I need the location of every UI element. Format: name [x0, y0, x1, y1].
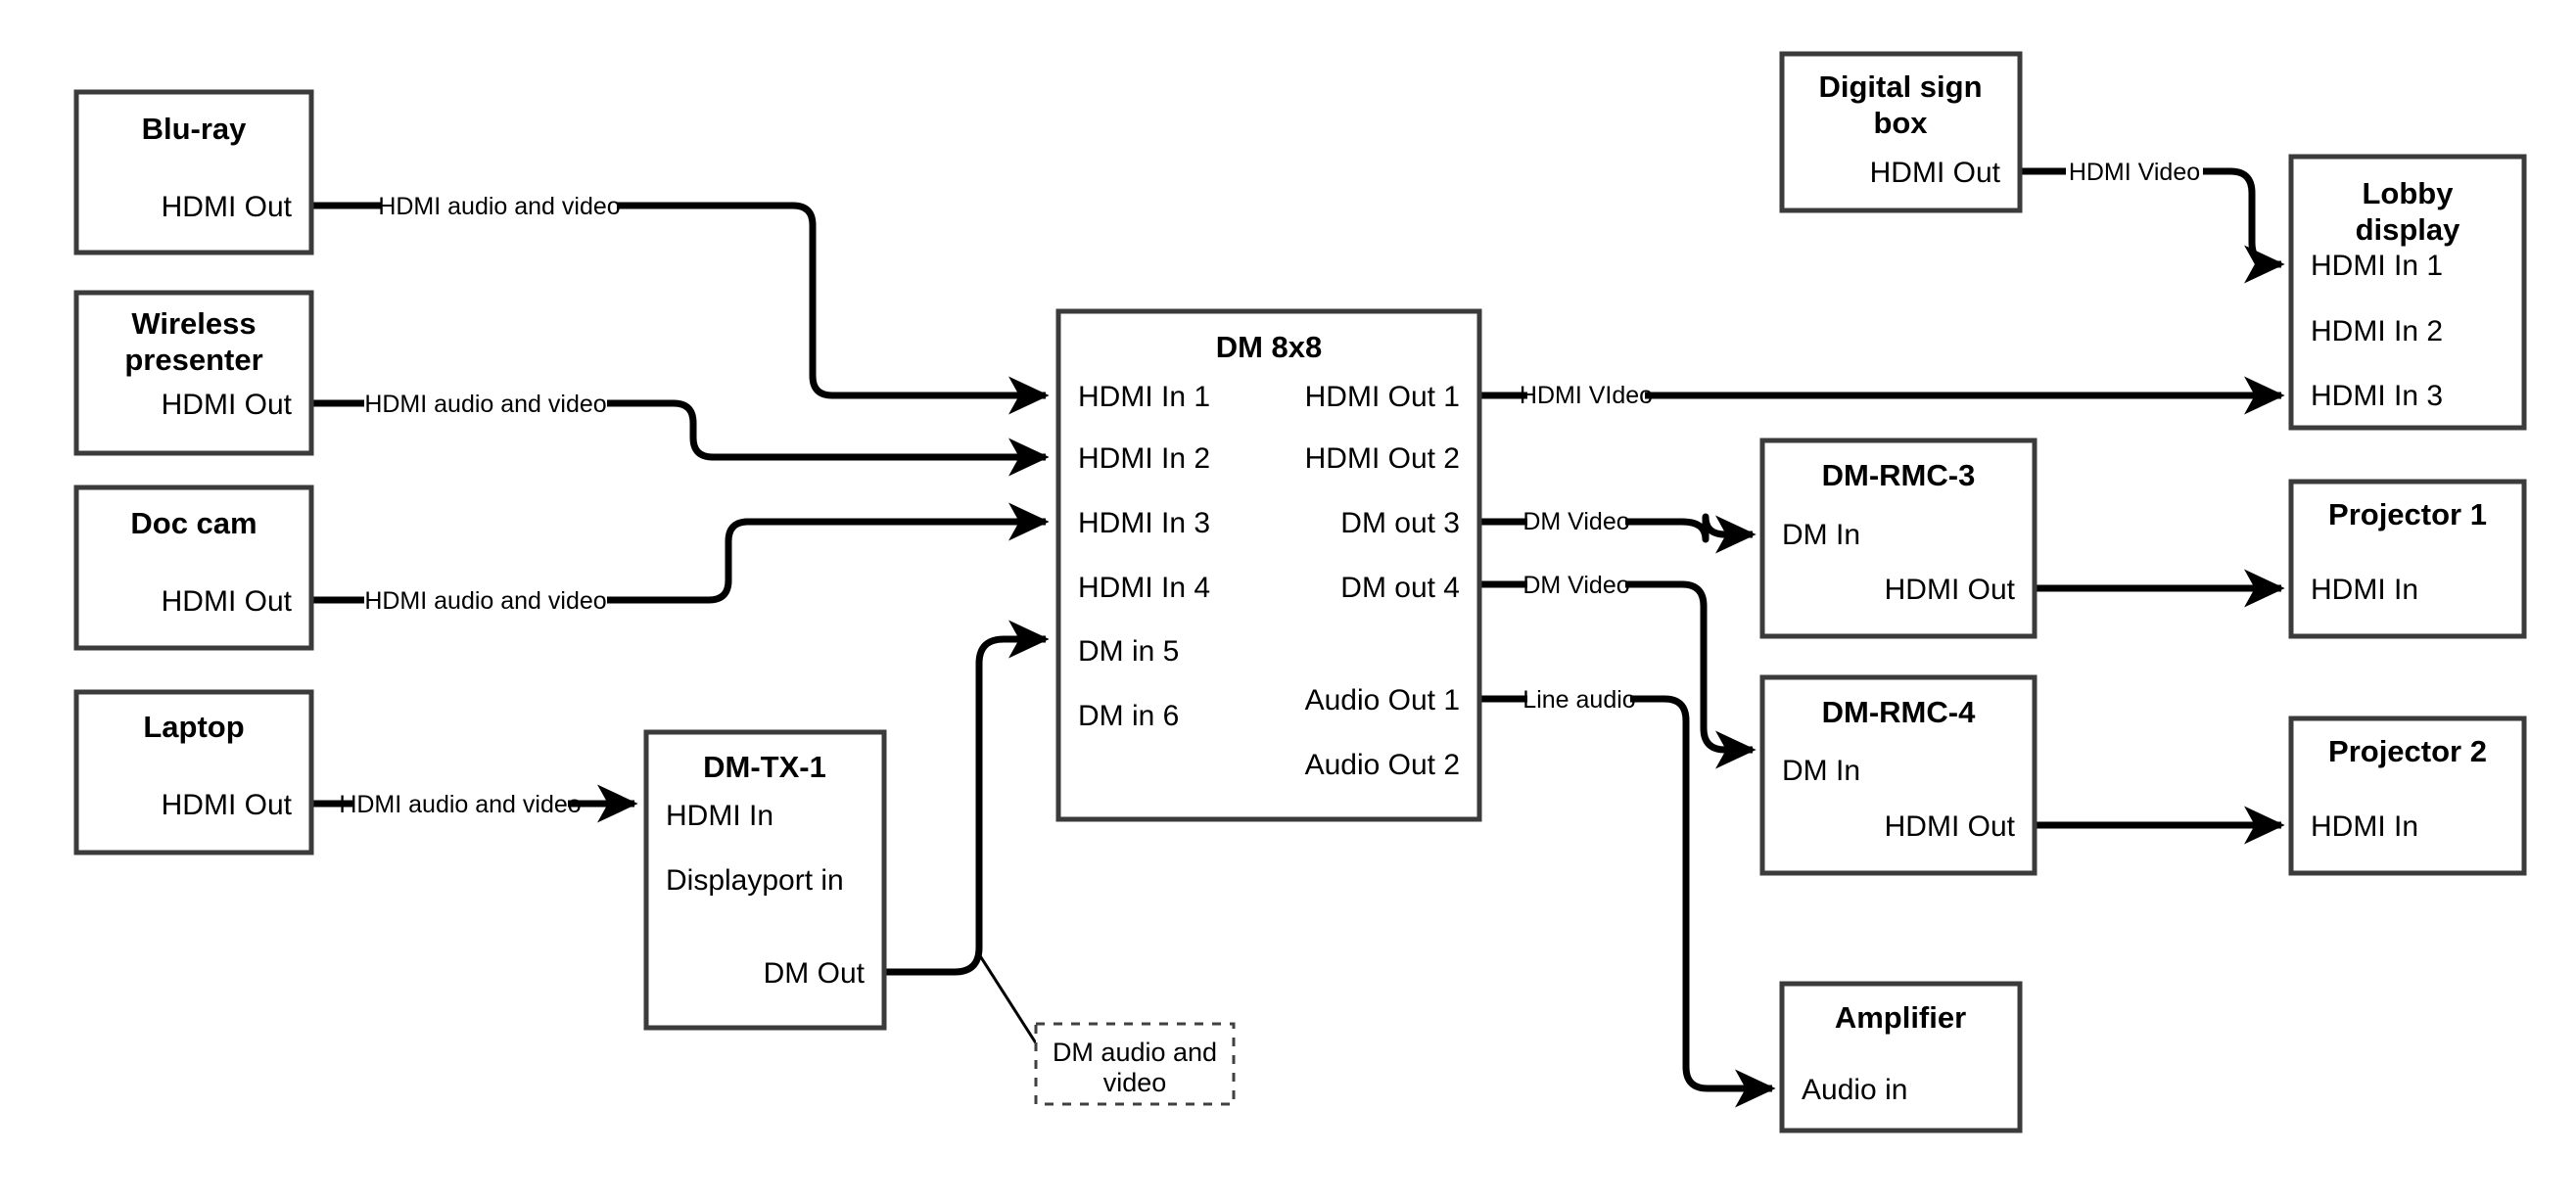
- dm-tx-1-box[interactable]: [643, 729, 887, 1031]
- dm-tx-1-title: DM-TX-1: [703, 750, 826, 784]
- projector-1-title: Projector 1: [2328, 497, 2487, 531]
- dm-tx-1-dm-out-port: DM Out: [764, 957, 866, 990]
- dm-8x8-input-dm-in-5: DM in 5: [1078, 635, 1179, 668]
- dm-8x8-box[interactable]: [1055, 308, 1482, 822]
- amplifier-audio-in-port: Audio in: [1802, 1074, 1907, 1106]
- bluray-title: Blu-ray: [142, 112, 248, 146]
- edge-label-dm-out4-to-rmc4: DM Video: [1522, 572, 1629, 599]
- wireless-presenter-hdmi-out-port: HDMI Out: [162, 389, 293, 421]
- bluray-box[interactable]: [73, 89, 314, 255]
- wire-dm8x8-out4-to-rmc4: [1480, 580, 1753, 750]
- bluray-hdmi-out-port: HDMI Out: [162, 191, 293, 223]
- callout-leader-dm-audio-video: [977, 953, 1042, 1050]
- projector-1-box[interactable]: [2288, 479, 2527, 639]
- dm-rmc-4-box[interactable]: [1759, 674, 2037, 876]
- dm-tx-1-displayport-in-port: Displayport in: [666, 864, 844, 897]
- dm-rmc-3-hdmi-out-port: HDMI Out: [1885, 574, 2016, 606]
- digital-sign-box-hdmi-out-port: HDMI Out: [1870, 157, 2001, 189]
- edge-label-dm-out3-to-rmc3: DM Video: [1522, 508, 1629, 535]
- dm-8x8-output-dm-out-4: DM out 4: [1340, 572, 1460, 604]
- lobby-display-title-line2: display: [2356, 212, 2461, 247]
- digital-sign-box-title-line2: box: [1873, 106, 1928, 140]
- lobby-display-input-hdmi-in-1: HDMI In 1: [2311, 250, 2443, 282]
- device-projector-1[interactable]: Projector 1 HDMI In: [2288, 479, 2527, 639]
- projector-2-box[interactable]: [2288, 716, 2527, 876]
- wireless-presenter-title-line2: presenter: [124, 343, 262, 377]
- dm-8x8-output-hdmi-out-2: HDMI Out 2: [1305, 442, 1460, 475]
- wire-signbox-to-lobby-in1: [2020, 167, 2281, 264]
- lobby-display-input-hdmi-in-2: HDMI In 2: [2311, 315, 2443, 347]
- wire-bluray-to-dm8x8-in1: [311, 202, 1046, 395]
- dm-rmc-3-dm-in-port: DM In: [1782, 519, 1860, 551]
- wire-dm8x8-audioout1-to-amplifier: [1480, 695, 1772, 1088]
- lobby-display-box[interactable]: [2288, 154, 2527, 431]
- edge-label-dm-out1-to-lobby: HDMI VIdeo: [1520, 382, 1653, 409]
- laptop-box[interactable]: [73, 689, 314, 855]
- edge-label-wireless-to-dm: HDMI audio and video: [364, 391, 606, 418]
- projector-2-title: Projector 2: [2328, 734, 2487, 768]
- device-bluray[interactable]: Blu-ray HDMI Out: [73, 89, 314, 255]
- device-dm-tx-1[interactable]: DM-TX-1 HDMI In Displayport in DM Out: [643, 729, 887, 1031]
- device-laptop[interactable]: Laptop HDMI Out: [73, 689, 314, 855]
- device-dm-8x8[interactable]: DM 8x8 HDMI In 1 HDMI In 2 HDMI In 3 HDM…: [1055, 308, 1482, 822]
- device-dm-rmc-4[interactable]: DM-RMC-4 DM In HDMI Out: [1759, 674, 2037, 876]
- dm-rmc-4-title: DM-RMC-4: [1822, 695, 1976, 729]
- lobby-display-input-hdmi-in-3: HDMI In 3: [2311, 380, 2443, 412]
- dm-rmc-3-title: DM-RMC-3: [1822, 458, 1976, 492]
- dm-8x8-input-dm-in-6: DM in 6: [1078, 700, 1179, 732]
- laptop-title: Laptop: [143, 710, 244, 744]
- dm-8x8-output-dm-out-3: DM out 3: [1340, 507, 1460, 539]
- note-box: [1034, 1022, 1236, 1106]
- wire-dm8x8-out3-to-rmc3: [1480, 517, 1753, 539]
- dm-8x8-input-hdmi-in-2: HDMI In 2: [1078, 442, 1210, 475]
- doc-cam-title: Doc cam: [130, 506, 257, 540]
- device-wireless-presenter[interactable]: Wireless presenter HDMI Out: [73, 290, 314, 456]
- lobby-display-title-line1: Lobby: [2363, 176, 2455, 210]
- dm-rmc-3-box[interactable]: [1759, 438, 2037, 639]
- dm-8x8-output-audio-out-1: Audio Out 1: [1305, 684, 1460, 716]
- doc-cam-box[interactable]: [73, 485, 314, 651]
- projector-1-hdmi-in-port: HDMI In: [2311, 574, 2418, 606]
- note-dm-audio-and-video: DM audio and video: [1034, 1022, 1236, 1106]
- dm-8x8-output-hdmi-out-1: HDMI Out 1: [1305, 381, 1460, 413]
- digital-sign-box-title-line1: Digital sign: [1818, 69, 1982, 104]
- device-doc-cam[interactable]: Doc cam HDMI Out: [73, 485, 314, 651]
- digital-sign-box-box[interactable]: [1779, 51, 2023, 213]
- dm-rmc-4-dm-in-port: DM In: [1782, 755, 1860, 787]
- wire-dmtx1-to-dm8x8-dm-in5: [884, 620, 1050, 976]
- projector-2-hdmi-in-port: HDMI In: [2311, 810, 2418, 843]
- device-dm-rmc-3[interactable]: DM-RMC-3 DM In HDMI Out: [1759, 438, 2037, 639]
- dm-8x8-title: DM 8x8: [1216, 330, 1323, 364]
- dm-8x8-input-hdmi-in-4: HDMI In 4: [1078, 572, 1210, 604]
- dm-8x8-input-hdmi-in-3: HDMI In 3: [1078, 507, 1210, 539]
- edge-label-laptop-to-tx: HDMI audio and video: [339, 791, 581, 818]
- edge-label-sign-to-lobby: HDMI Video: [2069, 159, 2200, 186]
- dm-8x8-output-audio-out-2: Audio Out 2: [1305, 749, 1460, 781]
- dm-rmc-4-hdmi-out-port: HDMI Out: [1885, 810, 2016, 843]
- note-line-1: DM audio and: [1053, 1038, 1217, 1067]
- note-line-2: video: [1103, 1068, 1167, 1097]
- laptop-hdmi-out-port: HDMI Out: [162, 789, 293, 821]
- wireless-presenter-title-line1: Wireless: [131, 306, 256, 341]
- device-digital-sign-box[interactable]: Digital sign box HDMI Out: [1779, 51, 2023, 213]
- dm-tx-1-hdmi-in-port: HDMI In: [666, 800, 773, 832]
- edge-label-doccam-to-dm: HDMI audio and video: [364, 587, 606, 615]
- amplifier-title: Amplifier: [1835, 1000, 1966, 1035]
- edge-label-audio-out1-to-amp: Line audio: [1522, 686, 1635, 714]
- device-lobby-display[interactable]: Lobby display HDMI In 1 HDMI In 2 HDMI I…: [2288, 154, 2527, 431]
- wire-doccam-to-dm8x8-in3: [311, 522, 1046, 604]
- device-projector-2[interactable]: Projector 2 HDMI In: [2288, 716, 2527, 876]
- wireless-presenter-box[interactable]: [73, 290, 314, 456]
- dm-8x8-input-hdmi-in-1: HDMI In 1: [1078, 381, 1210, 413]
- wire-wireless-to-dm8x8-in2: [311, 399, 1046, 457]
- amplifier-box[interactable]: [1779, 981, 2023, 1133]
- doc-cam-hdmi-out-port: HDMI Out: [162, 585, 293, 618]
- device-amplifier[interactable]: Amplifier Audio in: [1779, 981, 2023, 1133]
- edge-label-bluray-to-dm: HDMI audio and video: [378, 193, 620, 220]
